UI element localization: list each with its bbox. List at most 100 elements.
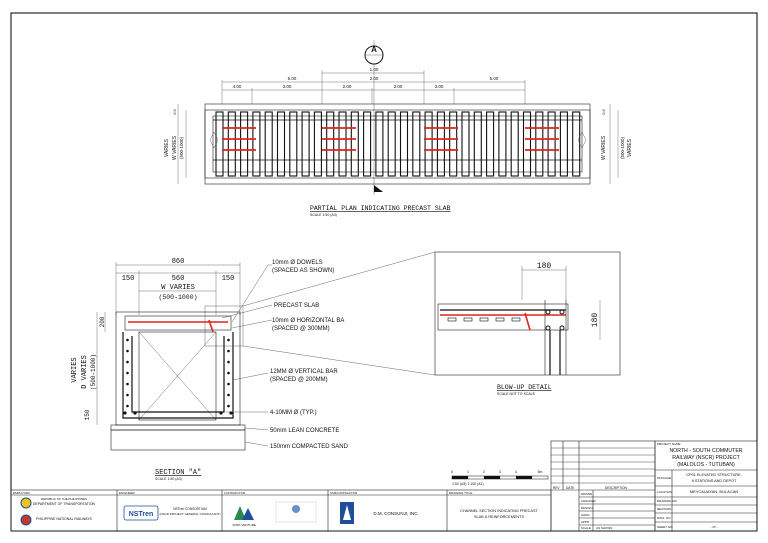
contractor-partner-logo-icon bbox=[275, 501, 317, 523]
section-d-range: (500-1000) bbox=[90, 354, 97, 390]
plan-dim-8: 2.00 bbox=[394, 84, 403, 89]
sheet-border bbox=[10, 12, 758, 532]
section-d-label: D VARIES bbox=[81, 355, 89, 389]
employer-line-1: REPUBLIC OF THE PHILIPPINES bbox=[41, 497, 87, 501]
project-name-1: NORTH - SOUTH COMMUTER bbox=[669, 448, 742, 454]
plan-dim-7: 2.00 bbox=[343, 84, 352, 89]
section-d-varies: VARIES bbox=[71, 357, 79, 382]
plan-scale: SCALE 1:50 (A3) bbox=[310, 213, 337, 217]
section-a: 860 150 560 150 W VARIES (500-1000) VARI… bbox=[71, 251, 436, 481]
package-hdr: PACKAGE bbox=[657, 476, 671, 480]
location: MEYCAUAYAN, BULACAN bbox=[690, 489, 739, 494]
plan-dim-4: 5.00 bbox=[490, 76, 499, 81]
plan-right-varies: VARIES bbox=[627, 138, 633, 157]
section-marker: A bbox=[364, 40, 384, 195]
plan-dim-5: 4.00 bbox=[233, 84, 242, 89]
section-slab-dim: 200 bbox=[99, 316, 106, 327]
dwg-no-hdr: DWG. NO. bbox=[657, 516, 671, 520]
note-lean-concrete: 50mm LEAN CONCRETE bbox=[270, 428, 339, 434]
engineer-sub-1: NSTren CONSORTIUM bbox=[173, 507, 207, 511]
contractor-sub: JOINT VENTURE bbox=[232, 523, 256, 527]
plan-title: PARTIAL PLAN INDICATING PRECAST SLAB bbox=[310, 205, 451, 212]
plan-dim-3: 2.00 bbox=[370, 76, 379, 81]
note-corner-bars: 4-10MM Ø (TYP.) bbox=[270, 410, 317, 416]
project-name-3: (MALOLOS - TUTUBAN) bbox=[677, 462, 735, 468]
section-title: SECTION "A" bbox=[155, 469, 201, 477]
plan-left-varies: VARIES bbox=[164, 138, 170, 157]
note-compacted-sand: 150mm COMPACTED SAND bbox=[270, 444, 349, 450]
scale-bar-label: 1:50 (A3) 1:100 (A1) bbox=[452, 482, 484, 486]
section-w-varies: W VARIES bbox=[161, 284, 195, 292]
scale-hdr: SCALE bbox=[581, 526, 591, 530]
partial-plan: A 1.00 5.00 2.00 5.00 4.00 3.00 2.00 2.0… bbox=[164, 40, 633, 217]
note-precast-slab: PRECAST SLAB bbox=[274, 303, 319, 309]
scale-tick-3: 3 bbox=[499, 470, 501, 474]
note-horizontal-bar: 10mm Ø HORIZONTAL BA bbox=[272, 318, 344, 324]
plan-dim-9: 3.00 bbox=[435, 84, 444, 89]
scale-tick-4: 4 bbox=[515, 470, 517, 474]
blowup-scale: SCALE NOT TO SCALE bbox=[497, 392, 536, 396]
sheet-no-hdr: SHEET NO. bbox=[657, 525, 673, 529]
note-horizontal-bar-spacing: (SPACED @ 300MM) bbox=[272, 326, 330, 332]
rev-hdr-rev: REV bbox=[553, 486, 560, 490]
note-vertical-bar: 12MM Ø VERTICAL BAR bbox=[270, 369, 338, 375]
scale-tick-2: 2 bbox=[483, 470, 485, 474]
rev-hdr-description: DESCRIPTION bbox=[605, 486, 627, 490]
signer-drawn: DRAWN bbox=[581, 492, 592, 496]
section-marker-letter: A bbox=[371, 45, 377, 54]
signer-checked: CHECKED bbox=[581, 499, 597, 503]
drawing-no-hdr: DRAWING NO. bbox=[657, 499, 678, 503]
project-name-hdr: PROJECT NAME bbox=[657, 442, 680, 446]
sheet-no: - of - bbox=[710, 525, 718, 529]
plan-dimensions: 1.00 5.00 2.00 5.00 4.00 3.00 2.00 2.00 … bbox=[221, 67, 526, 104]
signer-design: DESIGN bbox=[581, 506, 593, 510]
signer-chkd: CHKD bbox=[581, 513, 590, 517]
plan-reinforcement bbox=[213, 111, 582, 177]
employer-hdr: EMPLOYER bbox=[13, 491, 31, 495]
jv-logo-icon bbox=[234, 506, 254, 520]
contractor-hdr: CONTRACTOR bbox=[224, 491, 246, 495]
drawing-title-2: SLAB & REINFORCEMENTS bbox=[474, 515, 524, 519]
plan-dim-2: 5.00 bbox=[288, 76, 297, 81]
section-w-range: (500-1000) bbox=[158, 294, 197, 301]
plan-left-w: W VARIES bbox=[172, 135, 178, 160]
drawing-title-hdr: DRAWING TITLE bbox=[449, 491, 472, 495]
subcontractor-name: D.M. CONSUNJI, INC. bbox=[373, 511, 418, 516]
plan-side-left: VARIES W VARIES (500-1000) 0.6 bbox=[164, 104, 187, 184]
signer-appd: APPD bbox=[581, 520, 590, 524]
package-1: CP01 ELEVATED STRUCTURE, bbox=[686, 473, 741, 477]
section-dim-overall: 860 bbox=[172, 258, 185, 266]
dotr-seal-icon bbox=[20, 497, 32, 509]
blowup-title: BLOW-UP DETAIL bbox=[497, 384, 552, 391]
note-dowels-spacing: (SPACED AS SHOWN) bbox=[272, 268, 334, 274]
project-name-2: RAILWAY (NSCR) PROJECT bbox=[672, 455, 740, 461]
scale-bar: 0 1 2 3 4 5m 1:50 (A3) 1:100 (A1) bbox=[451, 470, 549, 486]
blowup-dim-right: 180 bbox=[591, 313, 600, 328]
section-scale: SCALE 1:50 (A3) bbox=[155, 477, 182, 481]
rev-hdr-date: DATE bbox=[566, 486, 574, 490]
drawing-title-1: CHANNEL SECTION INDICATING PRECAST bbox=[460, 509, 538, 513]
plan-right-range: (500-1000) bbox=[620, 136, 625, 159]
revision-rows bbox=[551, 447, 655, 484]
engineer-sub-2: (NSCR PROJECT GENERAL CONSULTANT) bbox=[159, 512, 220, 516]
title-block: REV DATE DESCRIPTION DRAWN CHECKED DESIG… bbox=[10, 440, 758, 532]
section-bot-dim: 150 bbox=[84, 409, 91, 420]
blowup-rebar-dots bbox=[447, 309, 565, 331]
scale-tick-5: 5m bbox=[538, 470, 543, 474]
scale-tick-0: 0 bbox=[451, 470, 453, 474]
scale-value: AS SHOWN bbox=[596, 526, 612, 530]
scale-tick-1: 1 bbox=[467, 470, 469, 474]
pnr-name: PHILIPPINE NATIONAL RAILWAYS bbox=[36, 517, 92, 521]
package-2: 6 STATIONS AND DEPOT bbox=[692, 479, 737, 483]
blowup-dim-top: 180 bbox=[537, 262, 552, 271]
section-dim-left: 150 bbox=[122, 275, 135, 283]
revision-hdr: REVISION bbox=[657, 507, 671, 511]
dmci-logo-icon bbox=[340, 502, 354, 524]
plan-right-dim: 0.6 bbox=[601, 108, 606, 114]
section-rebar-dots bbox=[123, 338, 233, 415]
pnr-logo-icon bbox=[20, 514, 32, 526]
plan-dim-6: 3.00 bbox=[283, 84, 292, 89]
blowup-detail: 180 180 BLOW-UP DETAIL SCALE NOT TO SCAL… bbox=[434, 251, 621, 396]
plan-left-range: (500-1000) bbox=[179, 136, 184, 159]
